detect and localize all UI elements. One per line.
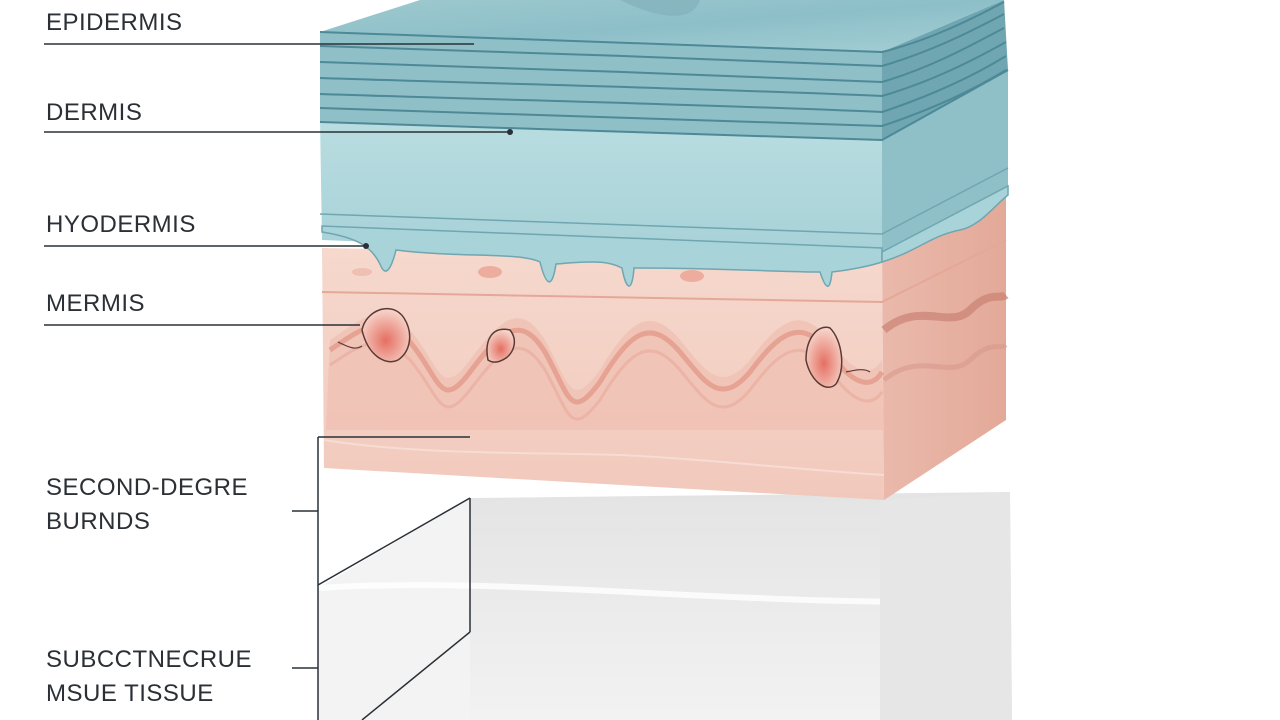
- connector-lower: [361, 631, 471, 720]
- subcutaneous-block: [317, 492, 1013, 720]
- burn-blisters: [337, 307, 871, 389]
- label-hypodermis: HYODERMIS: [46, 211, 196, 238]
- label-burns-line2: BURNDS: [46, 508, 151, 535]
- blister-right: [805, 326, 843, 389]
- label-epidermis: EPIDERMIS: [46, 9, 183, 36]
- epidermis-block: [319, 0, 1009, 142]
- label-burns-line1: SECOND-DEGRE: [46, 474, 249, 501]
- leader-dot-dermis: [507, 129, 513, 135]
- dermis-block: [319, 70, 1009, 287]
- label-mermis: MERMIS: [46, 290, 145, 317]
- label-subcut-line1: SUBCCTNECRUE: [46, 646, 253, 673]
- leader-dot-hypodermis: [363, 243, 369, 249]
- label-second-degree-burns: SECOND-DEGRE BURNDS: [46, 471, 248, 539]
- label-subcut-line2: MSUE TISSUE: [46, 680, 214, 707]
- label-dermis: DERMIS: [46, 99, 143, 126]
- blister-left: [361, 307, 411, 363]
- label-subcutaneous-tissue: SUBCCTNECRUE MSUE TISSUE: [46, 643, 252, 711]
- connector-upper: [317, 497, 471, 586]
- leader-lines: [44, 43, 513, 720]
- blister-middle: [486, 328, 516, 363]
